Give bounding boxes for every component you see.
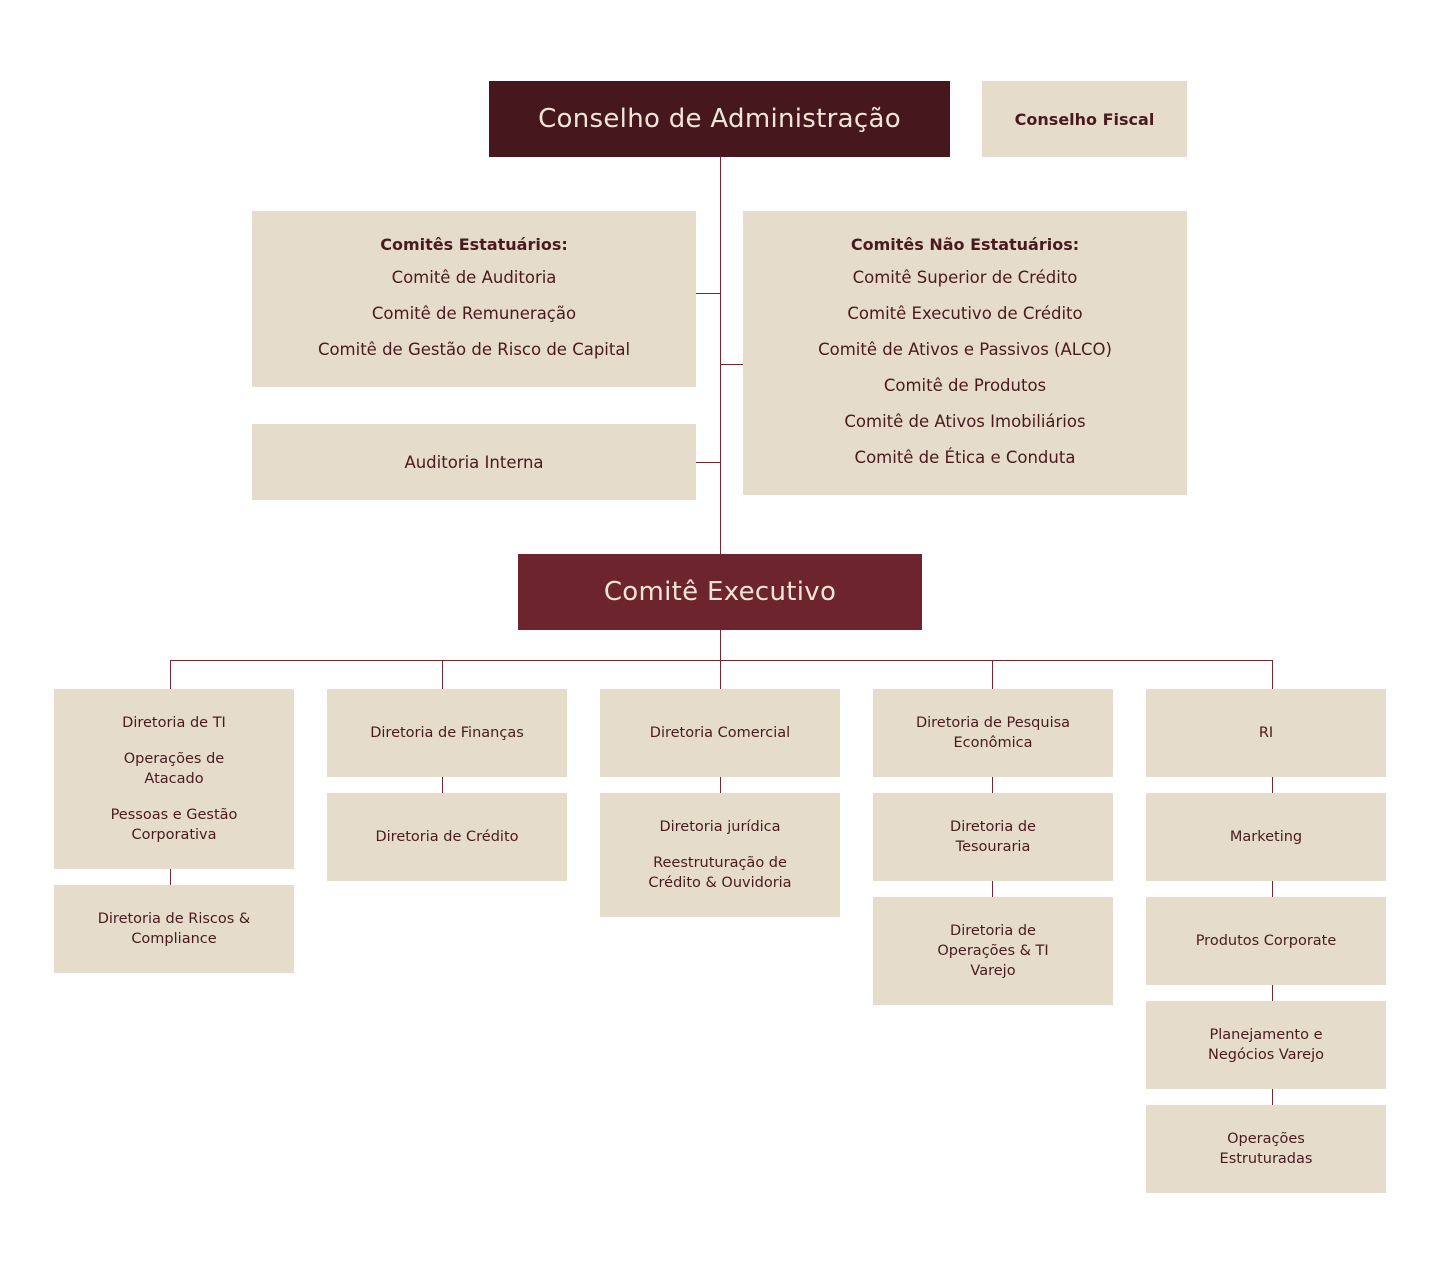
executive-committee-label: Comitê Executivo — [603, 577, 837, 607]
director-line: Diretoria de Riscos & Compliance — [97, 911, 251, 947]
director-box-ri: RI — [1146, 689, 1386, 777]
director-box-structured-ops: Operações Estruturadas — [1146, 1105, 1386, 1193]
connector-col-5-inner-1 — [1272, 776, 1273, 793]
board-of-directors-label: Conselho de Administração — [538, 104, 901, 134]
director-box-retail-planning: Planejamento e Negócios Varejo — [1146, 1001, 1386, 1089]
fiscal-council-box: Conselho Fiscal — [982, 81, 1187, 157]
director-line: Marketing — [1229, 829, 1303, 845]
director-line: Operações de Atacado — [123, 751, 225, 787]
connector-col-1-inner — [170, 868, 171, 885]
director-box-retail-ops-ti: Diretoria de Operações & TI Varejo — [873, 897, 1113, 1005]
director-line: Diretoria de Pesquisa Econômica — [915, 715, 1071, 751]
director-line: Diretoria de Tesouraria — [950, 819, 1036, 855]
director-line: Diretoria Comercial — [649, 725, 791, 741]
director-box-commercial: Diretoria Comercial — [600, 689, 840, 777]
statutory-committee-item: Comitê de Gestão de Risco de Capital — [317, 340, 631, 359]
statutory-committee-item: Comitê de Remuneração — [371, 304, 577, 323]
director-box-risks-compliance: Diretoria de Riscos & Compliance — [54, 885, 294, 973]
director-line: Diretoria de Crédito — [375, 829, 519, 845]
connector-col-4 — [992, 660, 993, 689]
non-statutory-committee-item: Comitê de Ativos Imobiliários — [844, 412, 1086, 431]
director-line: RI — [1258, 725, 1274, 741]
connector-col-5-inner-4 — [1272, 1088, 1273, 1105]
connector-col-1 — [170, 660, 171, 689]
connector-col-4-inner-2 — [992, 880, 993, 897]
connector-col-5 — [1272, 660, 1273, 689]
non-statutory-committee-item: Comitê Superior de Crédito — [852, 268, 1078, 287]
director-box-legal: Diretoria jurídica Reestruturação de Cré… — [600, 793, 840, 917]
connector-main-trunk — [720, 156, 721, 554]
director-box-corporate-products: Produtos Corporate — [1146, 897, 1386, 985]
fiscal-council-label: Conselho Fiscal — [1014, 109, 1155, 129]
director-line: Diretoria jurídica — [659, 819, 781, 835]
director-box-ti-group: Diretoria de TI Operações de Atacado Pes… — [54, 689, 294, 869]
connector-internal-audit — [695, 462, 720, 463]
director-line: Diretoria de Operações & TI Varejo — [937, 923, 1049, 979]
statutory-committees-heading: Comitês Estatuários: — [380, 235, 568, 254]
connector-col-4-inner-1 — [992, 776, 993, 793]
non-statutory-committee-item: Comitê de Ética e Conduta — [854, 448, 1076, 467]
internal-audit-box: Auditoria Interna — [252, 424, 696, 500]
statutory-committee-item: Comitê de Auditoria — [391, 268, 557, 287]
connector-exec-down — [720, 629, 721, 689]
director-line: Pessoas e Gestão Corporativa — [110, 807, 238, 843]
director-box-economic-research: Diretoria de Pesquisa Econômica — [873, 689, 1113, 777]
director-line: Reestruturação de Crédito & Ouvidoria — [648, 855, 792, 891]
connector-col-2 — [442, 660, 443, 689]
connector-col-3-inner — [720, 776, 721, 793]
non-statutory-committees-box: Comitês Não Estatuários: Comitê Superior… — [743, 211, 1187, 495]
connector-non-statutory — [720, 364, 743, 365]
connector-directors-bus — [170, 660, 1273, 661]
non-statutory-committee-item: Comitê de Produtos — [883, 376, 1047, 395]
executive-committee-box: Comitê Executivo — [518, 554, 922, 630]
non-statutory-committees-heading: Comitês Não Estatuários: — [850, 235, 1080, 254]
connector-col-2-inner — [442, 776, 443, 793]
director-line: Diretoria de Finanças — [370, 725, 524, 741]
non-statutory-committee-item: Comitê Executivo de Crédito — [847, 304, 1083, 323]
director-line: Diretoria de TI — [122, 715, 226, 731]
statutory-committees-box: Comitês Estatuários: Comitê de Auditoria… — [252, 211, 696, 387]
connector-col-5-inner-2 — [1272, 880, 1273, 897]
director-box-finance: Diretoria de Finanças — [327, 689, 567, 777]
director-box-marketing: Marketing — [1146, 793, 1386, 881]
director-line: Produtos Corporate — [1195, 933, 1337, 949]
internal-audit-label: Auditoria Interna — [404, 452, 544, 472]
director-box-treasury: Diretoria de Tesouraria — [873, 793, 1113, 881]
director-line: Operações Estruturadas — [1219, 1131, 1313, 1167]
director-box-credit: Diretoria de Crédito — [327, 793, 567, 881]
connector-col-5-inner-3 — [1272, 984, 1273, 1001]
director-line: Planejamento e Negócios Varejo — [1207, 1027, 1325, 1063]
board-of-directors-box: Conselho de Administração — [489, 81, 950, 157]
connector-statutory — [695, 293, 720, 294]
non-statutory-committee-item: Comitê de Ativos e Passivos (ALCO) — [818, 340, 1112, 359]
